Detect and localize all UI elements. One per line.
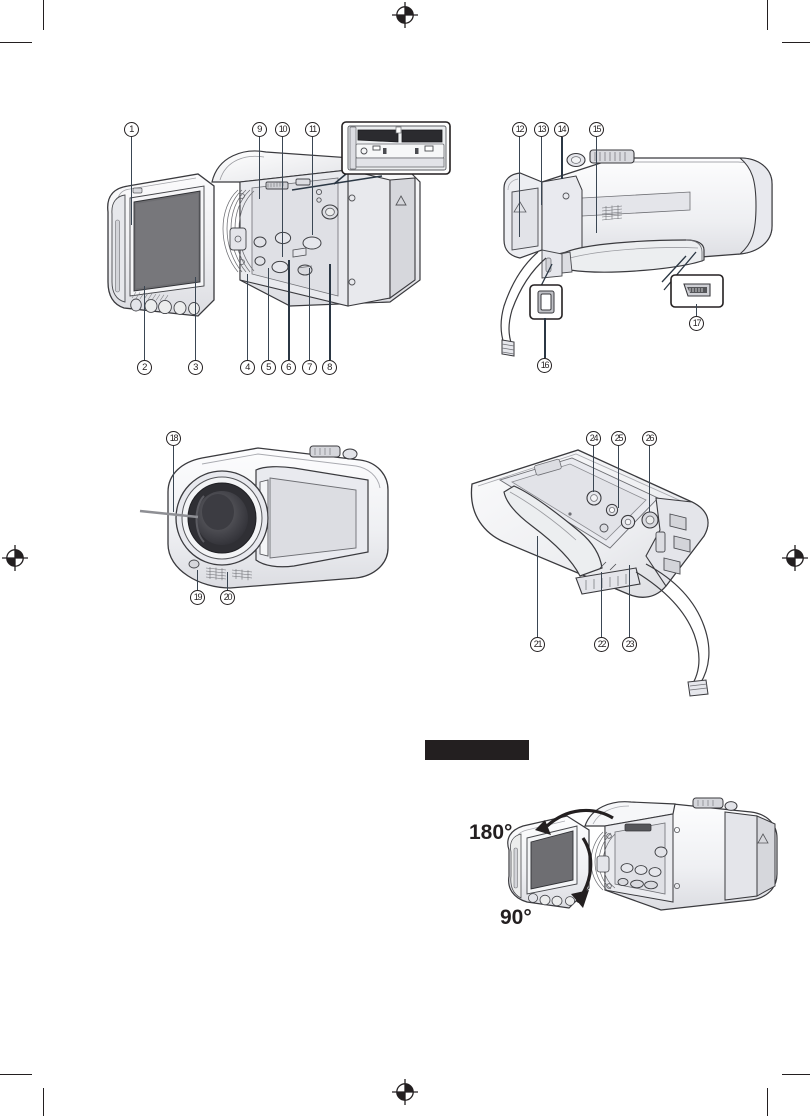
- callout-leader: [195, 277, 197, 360]
- callout-11: 11: [305, 122, 320, 137]
- crop-mark-icon: [767, 1088, 769, 1116]
- crop-mark-icon: [782, 42, 810, 44]
- camcorder-rear-right-view: [490, 140, 790, 360]
- callout-leader: [268, 268, 270, 360]
- callout-leader: [259, 137, 261, 199]
- crop-mark-icon: [43, 0, 45, 30]
- callout-leader: [649, 446, 651, 512]
- callout-leader: [131, 137, 133, 225]
- callout-leader: [519, 137, 521, 237]
- callout-leader: [288, 260, 291, 360]
- callout-leader: [544, 318, 547, 358]
- registration-target-icon: [1, 544, 29, 572]
- callout-leader: [329, 264, 332, 360]
- usb-connector-detail: [668, 272, 726, 312]
- callout-6: 6: [281, 360, 296, 375]
- callout-2: 2: [137, 360, 152, 375]
- registration-target-icon: [391, 1078, 419, 1106]
- rotation-angle-90-label: 90°: [500, 906, 532, 929]
- callout-3: 3: [188, 360, 203, 375]
- callout-leader: [537, 536, 539, 637]
- callout-leader: [593, 446, 595, 492]
- callout-leader: [247, 274, 249, 360]
- crop-mark-icon: [43, 1088, 45, 1116]
- callout-9: 9: [252, 122, 267, 137]
- callout-25: 25: [611, 431, 626, 446]
- callout-leader: [144, 286, 146, 360]
- rotation-angle-180-label: 180°: [469, 821, 513, 844]
- camcorder-front-view: [139, 440, 410, 600]
- callout-leader: [227, 572, 229, 590]
- callout-leader: [596, 137, 598, 233]
- callout-leader: [197, 570, 199, 590]
- callout-15: 15: [589, 122, 604, 137]
- camcorder-lcd-rotation-view: [485, 790, 785, 940]
- callout-26: 26: [642, 431, 657, 446]
- callout-leader: [173, 446, 175, 512]
- callout-leader: [601, 572, 603, 637]
- callout-4: 4: [240, 360, 255, 375]
- camcorder-bottom-view: [460, 436, 780, 697]
- dc-connector-detail: [526, 282, 566, 326]
- callout-leader: [282, 137, 284, 257]
- callout-leader: [561, 137, 564, 179]
- callout-leader: [629, 565, 631, 637]
- callout-leader: [541, 137, 543, 205]
- callout-20: 20: [220, 590, 235, 605]
- callout-18: 18: [166, 431, 181, 446]
- crop-mark-icon: [0, 42, 32, 44]
- callout-10: 10: [275, 122, 290, 137]
- callout-22: 22: [594, 637, 609, 652]
- callout-leader: [618, 446, 620, 508]
- sd-card-slot-detail: [291, 118, 460, 191]
- callout-1: 1: [124, 122, 139, 137]
- callout-16: 16: [537, 358, 552, 373]
- callout-5: 5: [261, 360, 276, 375]
- registration-target-icon: [391, 1, 419, 29]
- camcorder-lcd-open-rear-view: [90, 130, 450, 360]
- callout-19: 19: [190, 590, 205, 605]
- callout-leader: [312, 137, 314, 235]
- callout-24: 24: [586, 431, 601, 446]
- callout-7: 7: [302, 360, 317, 375]
- crop-mark-icon: [0, 1074, 32, 1076]
- redacted-heading-bar: [425, 740, 529, 760]
- callout-12: 12: [512, 122, 527, 137]
- callout-leader: [309, 268, 311, 360]
- callout-21: 21: [530, 637, 545, 652]
- callout-17: 17: [689, 316, 704, 331]
- callout-13: 13: [534, 122, 549, 137]
- registration-target-icon: [781, 544, 809, 572]
- callout-8: 8: [322, 360, 337, 375]
- crop-mark-icon: [767, 0, 769, 30]
- crop-mark-icon: [782, 1074, 810, 1076]
- callout-14: 14: [554, 122, 569, 137]
- callout-leader: [696, 304, 698, 316]
- callout-23: 23: [622, 637, 637, 652]
